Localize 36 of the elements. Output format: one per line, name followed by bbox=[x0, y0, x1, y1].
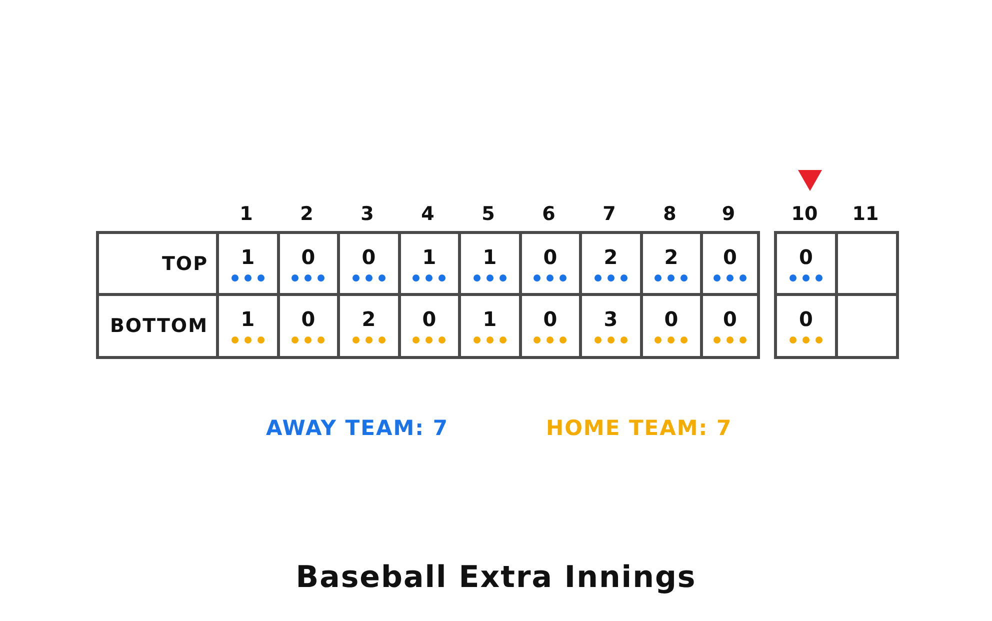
row-label: BOTTOM bbox=[110, 315, 208, 337]
score-value: 1 bbox=[422, 245, 436, 269]
score-value: 1 bbox=[482, 245, 497, 269]
score-value: 1 bbox=[240, 307, 255, 331]
inning-number: 3 bbox=[360, 203, 374, 225]
row-label: TOP bbox=[162, 253, 208, 275]
score-value: 0 bbox=[723, 245, 737, 269]
score-value: 0 bbox=[799, 245, 813, 269]
inning-number: 8 bbox=[663, 203, 676, 225]
score-value: 1 bbox=[482, 307, 497, 331]
score-value: 2 bbox=[362, 307, 376, 331]
inning-number: 6 bbox=[542, 203, 556, 225]
inning-number: 10 bbox=[791, 203, 818, 225]
inning-number: 2 bbox=[300, 203, 314, 225]
score-value: 3 bbox=[604, 307, 618, 331]
inning-number: 4 bbox=[421, 203, 434, 225]
score-value: 0 bbox=[301, 307, 316, 331]
score-value: 2 bbox=[664, 245, 678, 269]
score-value: 0 bbox=[422, 307, 436, 331]
score-value: 0 bbox=[723, 307, 737, 331]
score-value: 0 bbox=[362, 245, 376, 269]
score-value: 0 bbox=[664, 307, 678, 331]
score-value: 0 bbox=[543, 245, 558, 269]
score-value: 0 bbox=[301, 245, 316, 269]
team-total: HOME TEAM: 7 bbox=[546, 416, 732, 440]
score-value: 2 bbox=[604, 245, 618, 269]
inning-number: 9 bbox=[722, 203, 736, 225]
caption: Baseball Extra Innings bbox=[296, 560, 696, 595]
inning-number: 5 bbox=[482, 203, 495, 225]
team-total: AWAY TEAM: 7 bbox=[266, 416, 448, 440]
score-value: 0 bbox=[543, 307, 558, 331]
score-value: 1 bbox=[240, 245, 255, 269]
inning-number: 11 bbox=[852, 203, 879, 225]
inning-number: 7 bbox=[602, 203, 616, 225]
score-value: 0 bbox=[799, 307, 813, 331]
inning-number: 1 bbox=[240, 203, 253, 225]
